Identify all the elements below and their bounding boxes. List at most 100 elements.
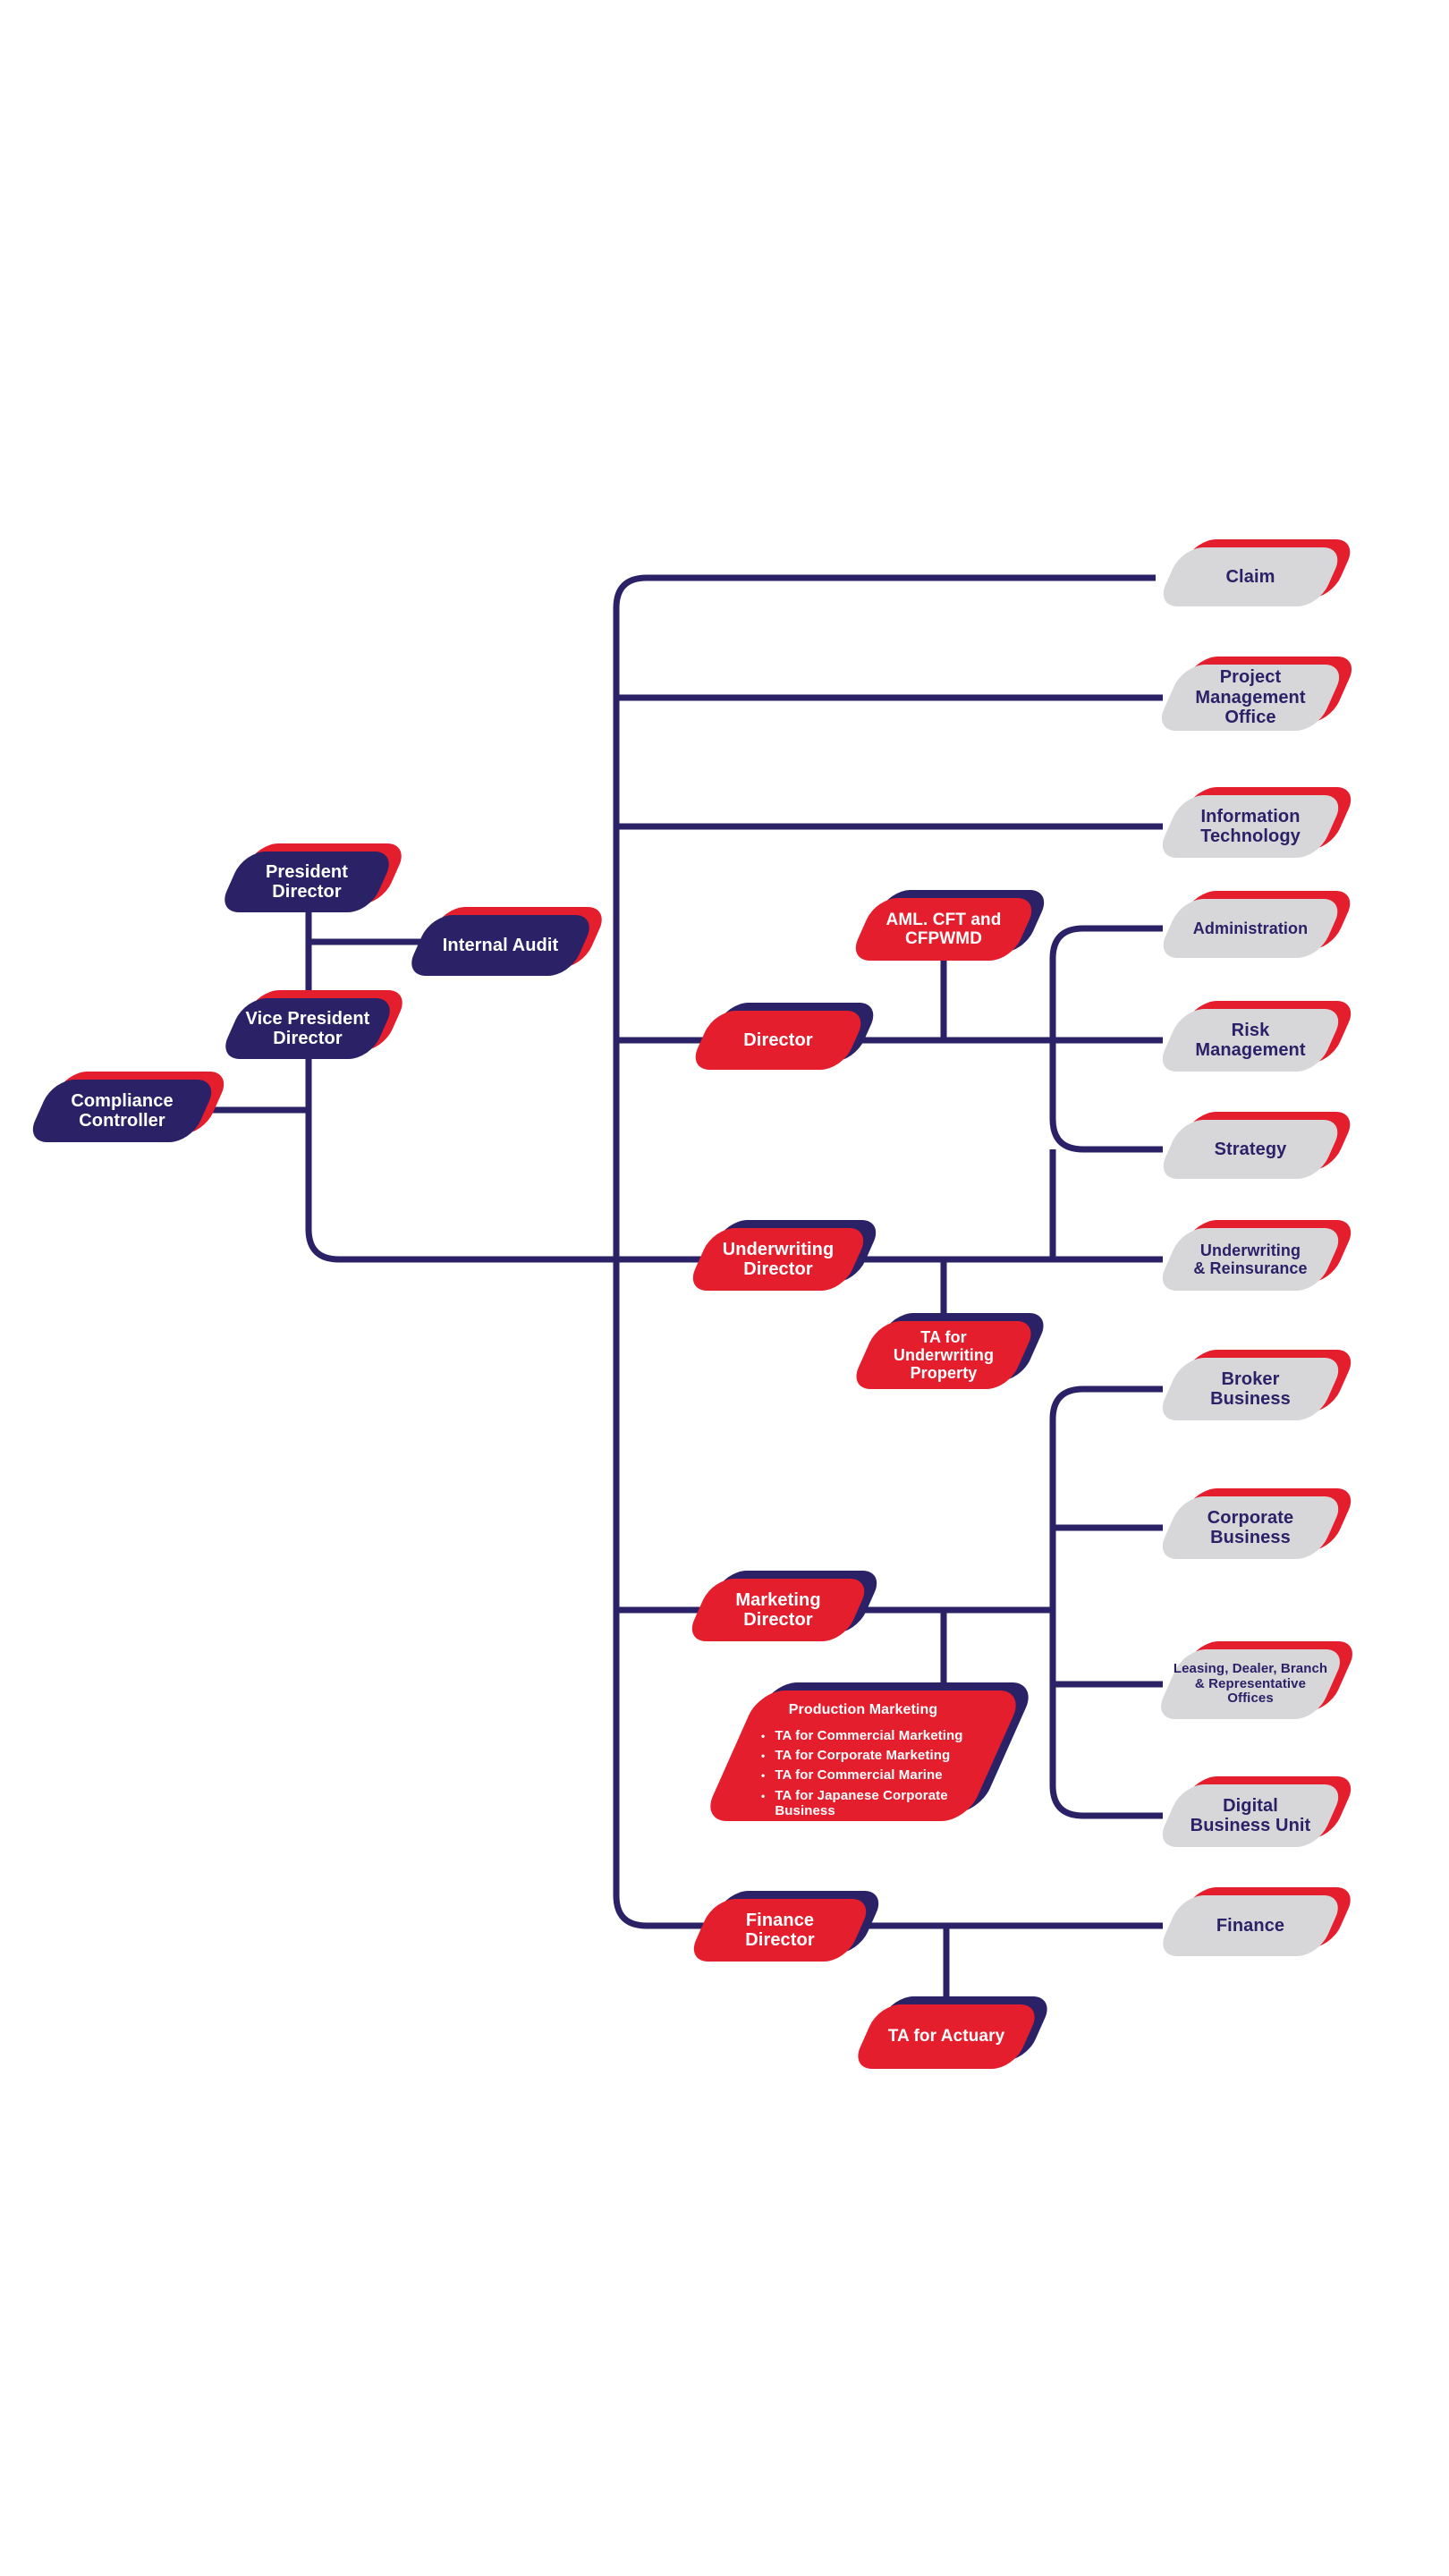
production-marketing-bullet-list: • TA for Commercial Marketing •TA for Corp… — [731, 1728, 996, 1839]
node-administration: Administration — [1156, 891, 1358, 958]
connector-underwriting-row — [305, 912, 1163, 1263]
node-label-line: Finance — [745, 1910, 815, 1930]
node-label-line: Offices — [1227, 1690, 1274, 1707]
director-label: Director — [701, 1011, 855, 1070]
node-label-line: Leasing, Dealer, Branch — [1173, 1660, 1328, 1676]
node-director: Director — [688, 1003, 881, 1070]
bullet-text: TA for Digital and Motor Channel — [775, 1823, 986, 1839]
bullet-text: TA for Japanese Corporate Business — [775, 1787, 948, 1818]
node-label-line: AML. CFT and — [886, 910, 1002, 929]
bullet-item: •TA for Corporate Marketing — [761, 1748, 996, 1763]
connector-trunk-claim-finance — [613, 574, 1163, 1929]
node-label-line: & Representative — [1194, 1675, 1307, 1691]
node-label-line: Vice President — [245, 1008, 370, 1029]
node-label-line: Business Unit — [1190, 1816, 1311, 1835]
bullet-dot-icon: • — [761, 1825, 766, 1838]
node-label-line: Controller — [79, 1111, 165, 1131]
production-marketing-label: Production Marketing • TA for Commercial M… — [731, 1690, 996, 1838]
node-label-line: Compliance — [71, 1090, 174, 1111]
node-label-line: President — [265, 861, 349, 882]
node-label-line: Underwriting — [722, 1239, 835, 1259]
node-finance: Finance — [1155, 1887, 1359, 1956]
node-underwriting-reinsurance: Underwriting& Reinsurance — [1155, 1220, 1359, 1291]
node-label-line: Director — [272, 882, 342, 902]
node-label-line: Property — [910, 1364, 978, 1383]
claim-label: Claim — [1169, 547, 1332, 606]
bullet-text: TA for Commercial Marketing — [775, 1727, 963, 1743]
node-label-line: Management — [1195, 687, 1306, 708]
administration-label: Administration — [1169, 899, 1332, 958]
bullet-item: • TA for Commercial Marine — [761, 1767, 996, 1783]
node-label-line: CFPWMD — [904, 929, 983, 948]
node-label-line: Office — [1224, 708, 1276, 728]
node-label-line: Broker — [1221, 1368, 1280, 1389]
node-label-line: Director — [743, 1030, 813, 1050]
node-label-line: Business — [1210, 1528, 1291, 1547]
node-label-line: Information — [1200, 806, 1301, 826]
node-label-line: Director — [273, 1029, 343, 1048]
node-label-line: Strategy — [1214, 1139, 1287, 1159]
internal-audit-label: Internal Audit — [418, 915, 583, 976]
bullet-item: • TA for Japanese Corporate Business — [761, 1788, 996, 1819]
node-label-line: Risk — [1231, 1020, 1270, 1040]
bullet-dot-icon: • — [761, 1789, 766, 1802]
bullet-dot-icon: • — [761, 1769, 766, 1783]
node-label-line: Underwriting — [1199, 1241, 1301, 1259]
ta-actuary-label: TA for Actuary — [865, 2004, 1028, 2069]
node-label-line: TA for Actuary — [887, 2027, 1005, 2046]
node-label-line: TA for — [920, 1327, 967, 1346]
bullet-dot-icon: • — [761, 1729, 766, 1742]
node-label-line: Corporate — [1207, 1507, 1294, 1528]
production-marketing-title: Production Marketing — [788, 1702, 938, 1717]
node-claim: Claim — [1156, 539, 1358, 606]
bullet-item: • TA for Commercial Marketing — [761, 1728, 996, 1743]
node-label-line: Management — [1195, 1040, 1306, 1060]
node-label-line: Finance — [1216, 1915, 1285, 1936]
node-label-line: Technology — [1200, 826, 1301, 846]
node-label-line: Internal Audit — [442, 935, 559, 955]
node-label-line: Director — [743, 1610, 813, 1630]
node-label-line: Claim — [1225, 566, 1275, 587]
node-label-line: Underwriting — [893, 1345, 995, 1364]
node-strategy: Strategy — [1156, 1112, 1358, 1179]
node-internal-audit: Internal Audit — [403, 907, 610, 976]
node-label-line: Administration — [1192, 919, 1309, 937]
node-label-line: Digital — [1223, 1795, 1278, 1816]
node-label-line: Project — [1219, 667, 1282, 688]
bullet-text: TA for Commercial Marine — [775, 1767, 943, 1784]
node-label-line: Business — [1210, 1389, 1291, 1409]
node-label-line: Director — [743, 1259, 813, 1279]
node-label-line: & Reinsurance — [1193, 1259, 1308, 1277]
underwriting-reinsurance-label: Underwriting& Reinsurance — [1169, 1228, 1332, 1291]
bullet-item: • TA for Digital and Motor Channel — [761, 1823, 996, 1838]
bullet-dot-icon: • — [761, 1750, 766, 1763]
strategy-label: Strategy — [1169, 1120, 1332, 1179]
